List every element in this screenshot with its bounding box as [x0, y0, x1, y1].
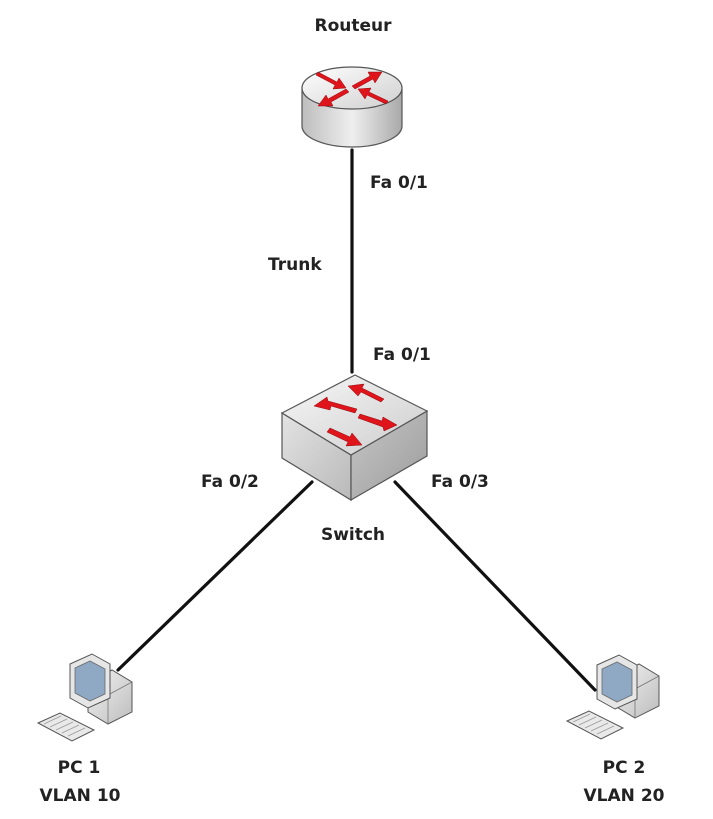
switch-uplink-port-label: Fa 0/1 [373, 345, 431, 365]
switch-label: Switch [320, 525, 386, 545]
pc2-label: PC 2 [602, 758, 646, 778]
switch-port-pc2-label: Fa 0/3 [431, 472, 489, 492]
router-label: Routeur [314, 16, 392, 36]
pc1-icon[interactable] [36, 653, 133, 742]
pc2-icon[interactable] [565, 654, 660, 740]
link-switch-pc2 [393, 480, 597, 692]
router-icon[interactable] [301, 66, 403, 148]
switch-port-pc1-label: Fa 0/2 [201, 472, 259, 492]
pc1-label: PC 1 [57, 758, 101, 778]
pc1-vlan-label: VLAN 10 [39, 786, 121, 806]
switch-icon[interactable] [280, 374, 429, 502]
router-port-label: Fa 0/1 [370, 173, 428, 193]
cables [116, 148, 597, 692]
pc2-vlan-label: VLAN 20 [583, 786, 665, 806]
link-switch-pc1 [116, 480, 314, 672]
trunk-label: Trunk [268, 255, 322, 275]
